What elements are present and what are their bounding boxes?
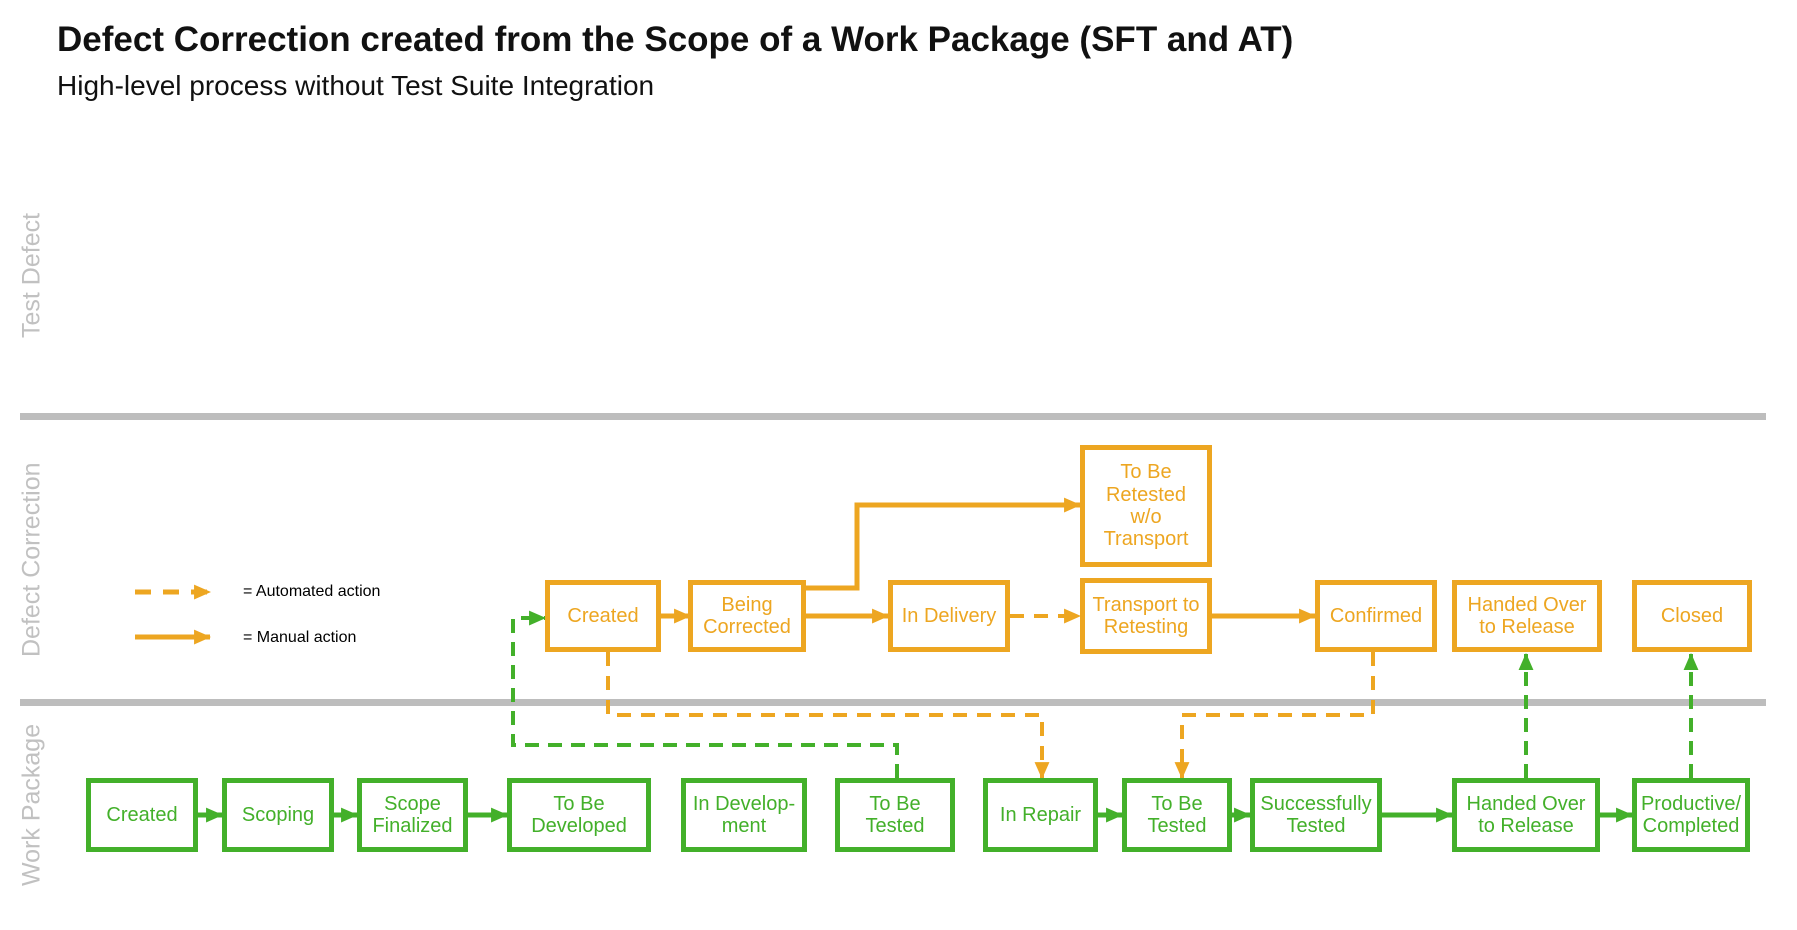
dc-node-to-be-retested-wo-transport: To Be Retested w/o Transport <box>1080 445 1212 567</box>
wp-node-scope-finalized: Scope Finalized <box>357 778 468 852</box>
dc-node-handed-over-to-release: Handed Over to Release <box>1452 580 1602 652</box>
lane-divider-bottom <box>20 699 1766 706</box>
page-subtitle: High-level process without Test Suite In… <box>57 70 655 101</box>
dc-node-closed: Closed <box>1632 580 1752 652</box>
arrow-dc-confirmed-to-wp-to-be-tested <box>1174 652 1375 780</box>
wp-node-handed-over-to-release: Handed Over to Release <box>1452 778 1600 852</box>
wp-node-successfully-tested: Successfully Tested <box>1250 778 1382 852</box>
wp-node-productive-completed: Productive/ Completed <box>1632 778 1750 852</box>
wp-node-scoping: Scoping <box>222 778 334 852</box>
legend-automated-label: = Automated action <box>243 583 381 600</box>
wp-node-created: Created <box>86 778 198 852</box>
lane-label-test-defect: Test Defect <box>17 212 46 338</box>
wp-node-to-be-tested-2: To Be Tested <box>1122 778 1232 852</box>
wp-node-to-be-developed: To Be Developed <box>507 778 651 852</box>
page-title: Defect Correction created from the Scope… <box>57 20 1294 59</box>
legend-manual-label: = Manual action <box>243 629 357 646</box>
lane-label-defect-correction: Defect Correction <box>17 462 46 658</box>
dc-node-created: Created <box>545 580 661 652</box>
lane-label-work-package: Work Package <box>17 723 46 887</box>
dc-node-transport-to-retesting: Transport to Retesting <box>1080 578 1212 654</box>
arrow-dc-being-corrected-to-to-be-retested <box>806 497 1082 591</box>
lane-divider-top <box>20 413 1766 420</box>
dc-node-in-delivery: In Delivery <box>888 580 1010 652</box>
arrow-dc-created-to-wp-in-repair <box>606 652 1050 780</box>
wp-node-in-repair: In Repair <box>983 778 1098 852</box>
dc-node-confirmed: Confirmed <box>1315 580 1437 652</box>
wp-node-to-be-tested-1: To Be Tested <box>835 778 955 852</box>
dc-node-being-corrected: Being Corrected <box>688 580 806 652</box>
wp-node-in-development: In Develop- ment <box>681 778 807 852</box>
